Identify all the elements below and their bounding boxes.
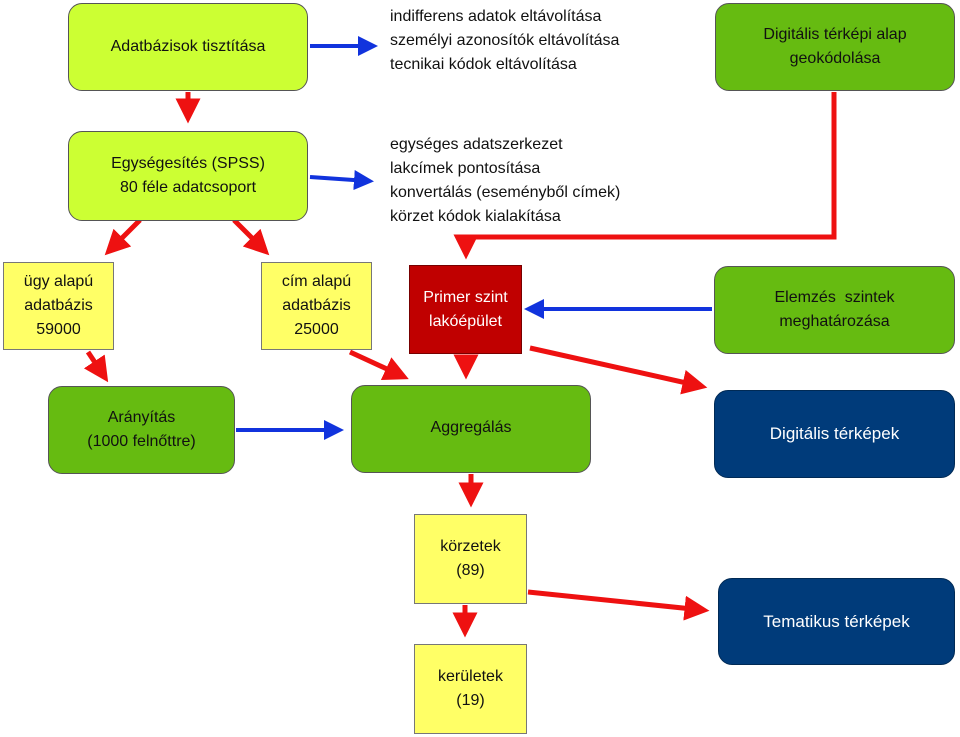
addr-db-box: cím alapú adatbázis 25000 [261, 262, 372, 350]
primary-line-1: Primer szint [423, 288, 508, 306]
removal-notes: indifferens adatok eltávolítása személyi… [390, 5, 619, 77]
arrow-levels-to-digital [529, 345, 708, 395]
districts-line-1: körzetek [440, 538, 501, 555]
ratio-line-1: Arányítás [107, 409, 176, 426]
digital-maps-label: Digitális térképek [769, 424, 900, 443]
primary-box: Primer szint lakóépület [409, 265, 522, 354]
arrow-districts-to-thematic [527, 589, 710, 621]
arrow-unify-to-addr [232, 218, 270, 256]
aggregate-box: Aggregálás [351, 385, 591, 473]
geocoding-box: Digitális térképi alap geokódolása [715, 3, 955, 91]
cleaning-box: Adatbázisok tisztítása [68, 3, 308, 91]
case-db-line-1: ügy alapú [23, 273, 94, 290]
structure-note-1: egységes adatszerkezet [390, 136, 563, 153]
addr-db-line-3: 25000 [294, 321, 339, 338]
removal-note-3: tecnikai kódok eltávolítása [390, 56, 577, 73]
cleaning-label: Adatbázisok tisztítása [110, 38, 266, 55]
thematic-maps-box: Tematikus térképek [718, 578, 955, 665]
structure-note-4: körzet kódok kialakítása [390, 208, 561, 225]
removal-note-2: személyi azonosítók eltávolítása [390, 32, 620, 49]
arrow-geocoding-to-primary [453, 92, 837, 260]
case-db-box: ügy alapú adatbázis 59000 [3, 262, 114, 350]
addr-db-line-2: adatbázis [282, 297, 351, 314]
structure-notes: egységes adatszerkezet lakcímek pontosít… [390, 133, 620, 229]
ratio-box: Arányítás (1000 felnőttre) [48, 386, 235, 474]
unify-box: Egységesítés (SPSS) 80 féle adatcsoport [68, 131, 308, 221]
aggregate-label: Aggregálás [430, 419, 512, 436]
arrow-case-to-ratio [83, 350, 109, 383]
boroughs-line-1: kerületek [438, 668, 503, 685]
case-db-line-3: 59000 [36, 321, 81, 338]
addr-db-line-1: cím alapú [281, 273, 352, 290]
levels-box: Elemzés szintek meghatározása [714, 266, 955, 354]
boroughs-box: kerületek (19) [414, 644, 527, 734]
levels-line-2: meghatározása [779, 313, 890, 330]
arrow-unify-to-case [104, 218, 142, 256]
levels-line-1: Elemzés szintek [774, 289, 895, 306]
boroughs-line-2: (19) [456, 692, 485, 709]
structure-note-3: konvertálás (eseményből címek) [390, 184, 621, 201]
districts-box: körzetek (89) [414, 514, 527, 604]
arrow-unify-to-structure [309, 170, 374, 191]
structure-note-2: lakcímek pontosítása [390, 160, 541, 177]
geocoding-line-1: Digitális térképi alap [763, 26, 907, 43]
case-db-line-2: adatbázis [24, 297, 93, 314]
thematic-maps-label: Tematikus térképek [763, 611, 910, 631]
arrow-addr-to-aggregate [348, 349, 409, 381]
removal-note-1: indifferens adatok eltávolítása [390, 8, 602, 25]
unify-line-1: Egységesítés (SPSS) [111, 155, 265, 172]
digital-maps-box: Digitális térképek [714, 390, 955, 478]
primary-line-2: lakóépület [429, 312, 502, 330]
unify-line-2: 80 féle adatcsoport [119, 179, 257, 196]
geocoding-line-2: geokódolása [789, 50, 881, 67]
districts-line-2: (89) [456, 562, 485, 579]
ratio-line-2: (1000 felnőttre) [87, 433, 196, 450]
